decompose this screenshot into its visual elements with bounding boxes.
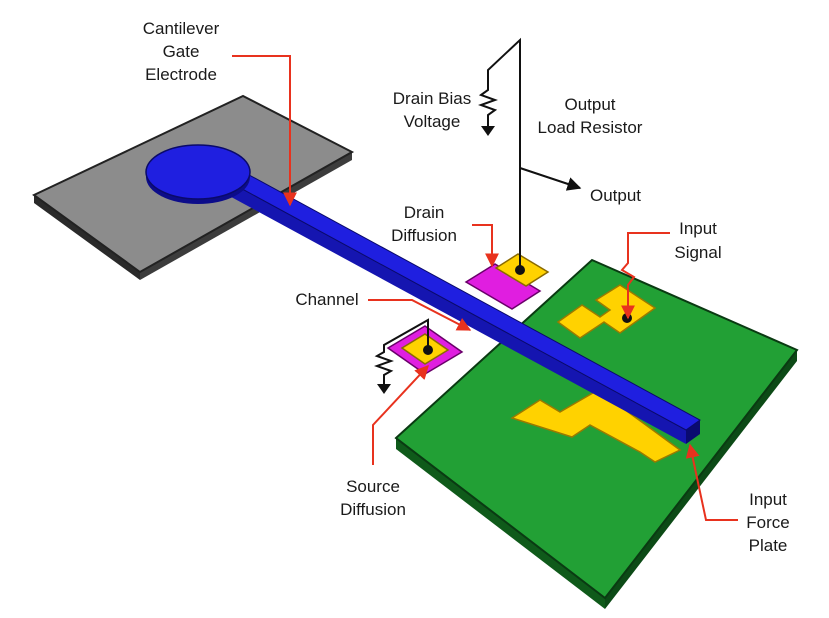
channel-callout	[368, 299, 472, 331]
label-drain-bias-voltage: Drain Bias Voltage	[393, 89, 471, 131]
force-plate-callout	[685, 443, 738, 521]
drain-contact	[515, 265, 525, 275]
label-cantilever-gate-electrode: Cantilever Gate Electrode	[143, 19, 220, 84]
svg-text:Input: Input	[749, 490, 787, 509]
label-output-load-resistor: Output Load Resistor	[538, 95, 643, 137]
drain-diffusion-callout	[472, 224, 499, 268]
svg-text:Signal: Signal	[674, 243, 721, 262]
svg-text:Load Resistor: Load Resistor	[538, 118, 643, 137]
label-drain-diffusion: Drain Diffusion	[391, 203, 457, 245]
svg-text:Electrode: Electrode	[145, 65, 217, 84]
drain-bias-ground-icon	[481, 126, 495, 136]
svg-text:Drain Bias: Drain Bias	[393, 89, 471, 108]
source-diffusion	[386, 325, 464, 375]
source-ground-wiring	[374, 318, 429, 388]
label-output: Output	[590, 186, 641, 205]
cantilever-callout	[232, 55, 297, 207]
label-input-force-plate: Input Force Plate	[746, 490, 789, 555]
svg-text:Force: Force	[746, 513, 789, 532]
drain-diffusion	[464, 253, 550, 310]
drain-bias-wiring	[478, 37, 582, 268]
cantilever-beam	[145, 144, 701, 444]
label-channel: Channel	[295, 290, 358, 309]
label-input-signal: Input Signal	[674, 219, 721, 262]
svg-text:Drain: Drain	[404, 203, 445, 222]
svg-text:Source: Source	[346, 477, 400, 496]
input-force-plate	[510, 389, 682, 463]
svg-text:Diffusion: Diffusion	[340, 500, 406, 519]
svg-text:Diffusion: Diffusion	[391, 226, 457, 245]
source-diffusion-callout	[372, 364, 429, 465]
svg-text:Input: Input	[679, 219, 717, 238]
svg-text:Output: Output	[564, 95, 615, 114]
svg-text:Cantilever: Cantilever	[143, 19, 220, 38]
svg-text:Voltage: Voltage	[404, 112, 461, 131]
svg-text:Gate: Gate	[163, 42, 200, 61]
source-ground-icon	[377, 384, 391, 394]
svg-text:Plate: Plate	[749, 536, 788, 555]
label-source-diffusion: Source Diffusion	[340, 477, 406, 519]
callout-arrows	[232, 55, 738, 521]
input-signal-callout	[620, 232, 670, 320]
